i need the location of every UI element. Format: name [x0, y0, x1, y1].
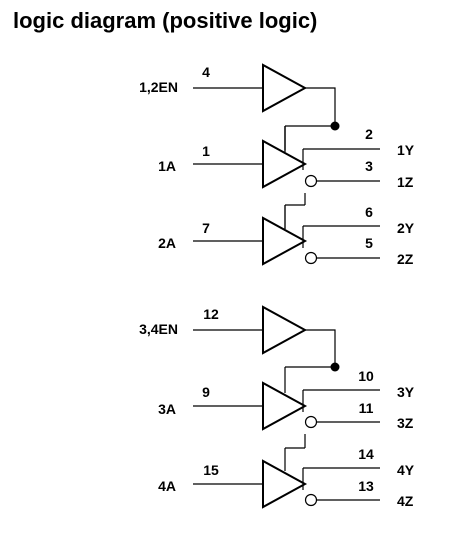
buffer-symbol [262, 305, 308, 355]
y-label: 2Y [397, 220, 415, 236]
inverter-bubble [304, 251, 318, 265]
z-label: 3Z [397, 415, 414, 431]
buffer-symbol [262, 381, 308, 431]
group-1: 1,2EN 4 1A 1 2 3 1Y 1Z [139, 63, 415, 267]
y-pin: 10 [358, 368, 374, 384]
z-pin: 5 [365, 235, 373, 251]
enable-buffer-2: 3,4EN 12 [139, 305, 340, 393]
buffer-symbol [262, 139, 308, 189]
y-label: 3Y [397, 384, 415, 400]
y-label: 1Y [397, 142, 415, 158]
inverter-bubble [304, 174, 318, 188]
z-label: 1Z [397, 174, 414, 190]
y-pin: 6 [365, 204, 373, 220]
inverter-bubble [304, 415, 318, 429]
y-pin: 14 [358, 446, 374, 462]
buffer-symbol [262, 216, 308, 266]
input-pin: 15 [203, 462, 219, 478]
y-label: 4Y [397, 462, 415, 478]
buffer-symbol [262, 63, 308, 113]
enable-label: 1,2EN [139, 79, 178, 95]
input-label: 4A [158, 478, 176, 494]
z-label: 4Z [397, 493, 414, 509]
input-label: 1A [158, 158, 176, 174]
input-pin: 7 [202, 220, 210, 236]
buffer-symbol [262, 459, 308, 509]
group-2: 3,4EN 12 3A 9 10 11 3Y 3Z 4A [139, 305, 415, 509]
diagram-title: logic diagram (positive logic) [13, 8, 318, 33]
inverter-bubble [304, 493, 318, 507]
input-label: 3A [158, 401, 176, 417]
channel-4: 4A 15 14 13 4Y 4Z [158, 446, 415, 509]
y-pin: 2 [365, 126, 373, 142]
input-pin: 1 [202, 143, 210, 159]
z-label: 2Z [397, 251, 414, 267]
input-label: 2A [158, 235, 176, 251]
channel-2: 2A 7 6 5 2Y 2Z [158, 204, 415, 267]
channel-3: 3A 9 10 11 3Y 3Z [158, 368, 415, 431]
enable-buffer-1: 1,2EN 4 [139, 63, 340, 229]
z-pin: 13 [358, 478, 374, 494]
enable-label: 3,4EN [139, 321, 178, 337]
enable-pin: 4 [202, 64, 210, 80]
z-pin: 11 [359, 400, 374, 416]
enable-pin: 12 [203, 306, 219, 322]
channel-1: 1A 1 2 3 1Y 1Z [158, 126, 415, 190]
z-pin: 3 [365, 158, 373, 174]
input-pin: 9 [202, 384, 210, 400]
